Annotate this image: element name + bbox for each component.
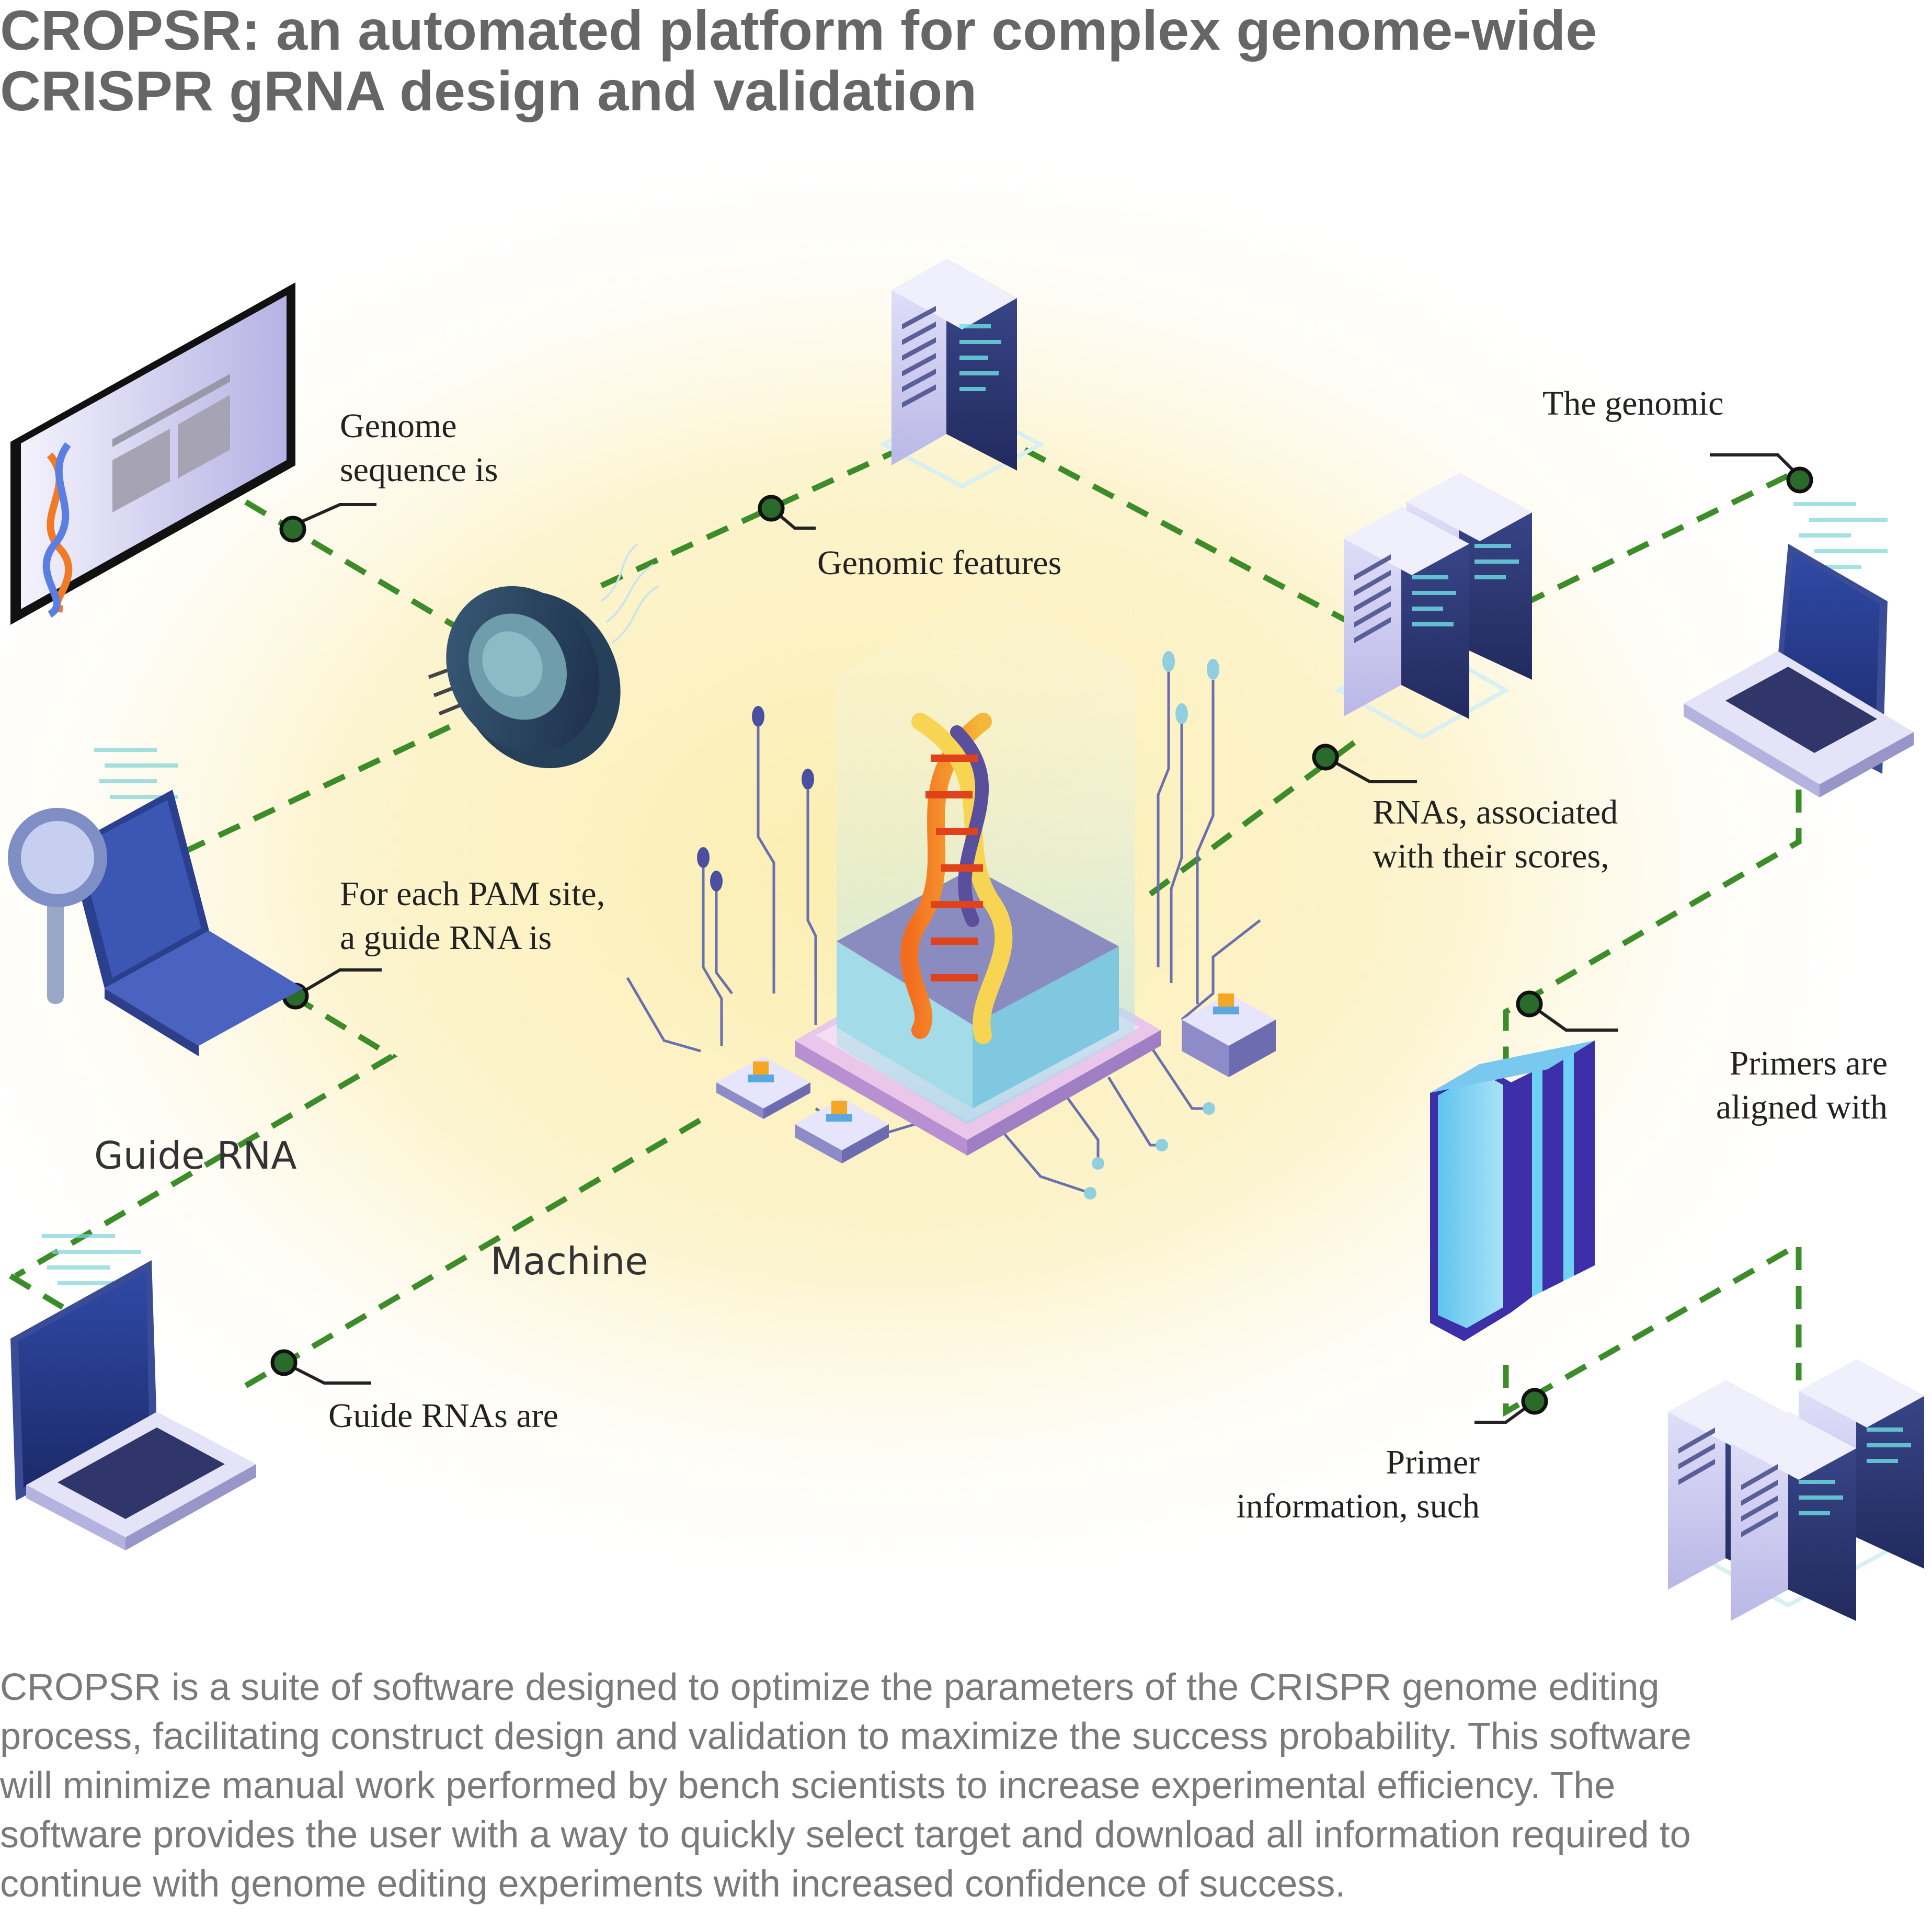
title-line-1: CROPSR: an automated platform for comple… — [0, 0, 1597, 62]
connector-server-rack — [1023, 447, 1361, 630]
node-genome-sequence — [279, 503, 376, 543]
connector-left-laptop — [9, 1273, 64, 1310]
laptop-code-icon — [1684, 502, 1914, 797]
label-genomic-features: Genomic features — [817, 544, 1062, 582]
node-guide-rnas — [270, 1349, 371, 1385]
label-machine: Machine — [490, 1239, 648, 1283]
server-rack-icon — [1334, 473, 1532, 740]
monitor-dna-icon — [10, 282, 295, 625]
node-the-genomic — [1710, 453, 1813, 494]
connector-laptop-chip — [244, 1111, 713, 1388]
caption-line: process, facilitating construct design a… — [0, 1716, 1691, 1757]
workflow-diagram — [0, 125, 1924, 1621]
label-the-genomic: The genomic — [1542, 384, 1724, 422]
caption-line: CROPSR is a suite of software designed t… — [0, 1666, 1660, 1708]
label-genome-sequence: Genome sequence is — [340, 407, 498, 489]
caption-line: software provides the user with a way to… — [0, 1814, 1691, 1856]
connector-lens-server — [600, 447, 901, 589]
connector-lens-magnifier — [181, 724, 451, 855]
chip-module-right — [1182, 993, 1276, 1077]
connector-rack-laptop — [1452, 468, 1800, 641]
laptop-code-icon-bottom — [10, 1234, 256, 1550]
server-icon — [879, 259, 1045, 489]
server-rack-icon-bottom — [1668, 1360, 1924, 1621]
connector-lines — [9, 447, 1802, 1417]
node-genomic-features — [758, 495, 816, 530]
chip-module-middle — [795, 1098, 889, 1163]
chip-module-left — [716, 1056, 810, 1119]
caption-line: continue with genome editing experiments… — [0, 1863, 1346, 1905]
connector-storage-servers — [1503, 1239, 1802, 1417]
node-primer-info — [1474, 1388, 1548, 1424]
label-guide-rna: Guide RNA — [94, 1134, 297, 1178]
label-primers-aligned: Primers are aligned with — [1716, 1044, 1888, 1126]
connector-nodes — [270, 453, 1813, 1424]
label-pam-site: For each PAM site, a guide RNA is — [340, 875, 605, 957]
label-rnas-scores: RNAs, associated with their scores, — [1373, 793, 1618, 875]
node-primers-aligned — [1516, 990, 1618, 1032]
caption-line: will minimize manual work performed by b… — [0, 1765, 1616, 1807]
label-guide-rnas-are: Guide RNAs are — [328, 1397, 558, 1435]
magnifier-laptop-icon — [8, 748, 303, 1056]
storage-module-icon — [1430, 1041, 1595, 1341]
label-primer-info: Primer information, such — [1236, 1443, 1480, 1525]
title-line-2: CRISPR gRNA design and validation — [0, 59, 977, 122]
caption-paragraph: CROPSR is a suite of software designed t… — [0, 1663, 1924, 1909]
connector-magnifier-down — [14, 993, 398, 1278]
node-rnas-scores — [1312, 744, 1417, 783]
dna-chip-icon — [626, 586, 1276, 1200]
lens-icon — [428, 543, 660, 769]
page-title: CROPSR: an automated platform for comple… — [0, 0, 1861, 121]
